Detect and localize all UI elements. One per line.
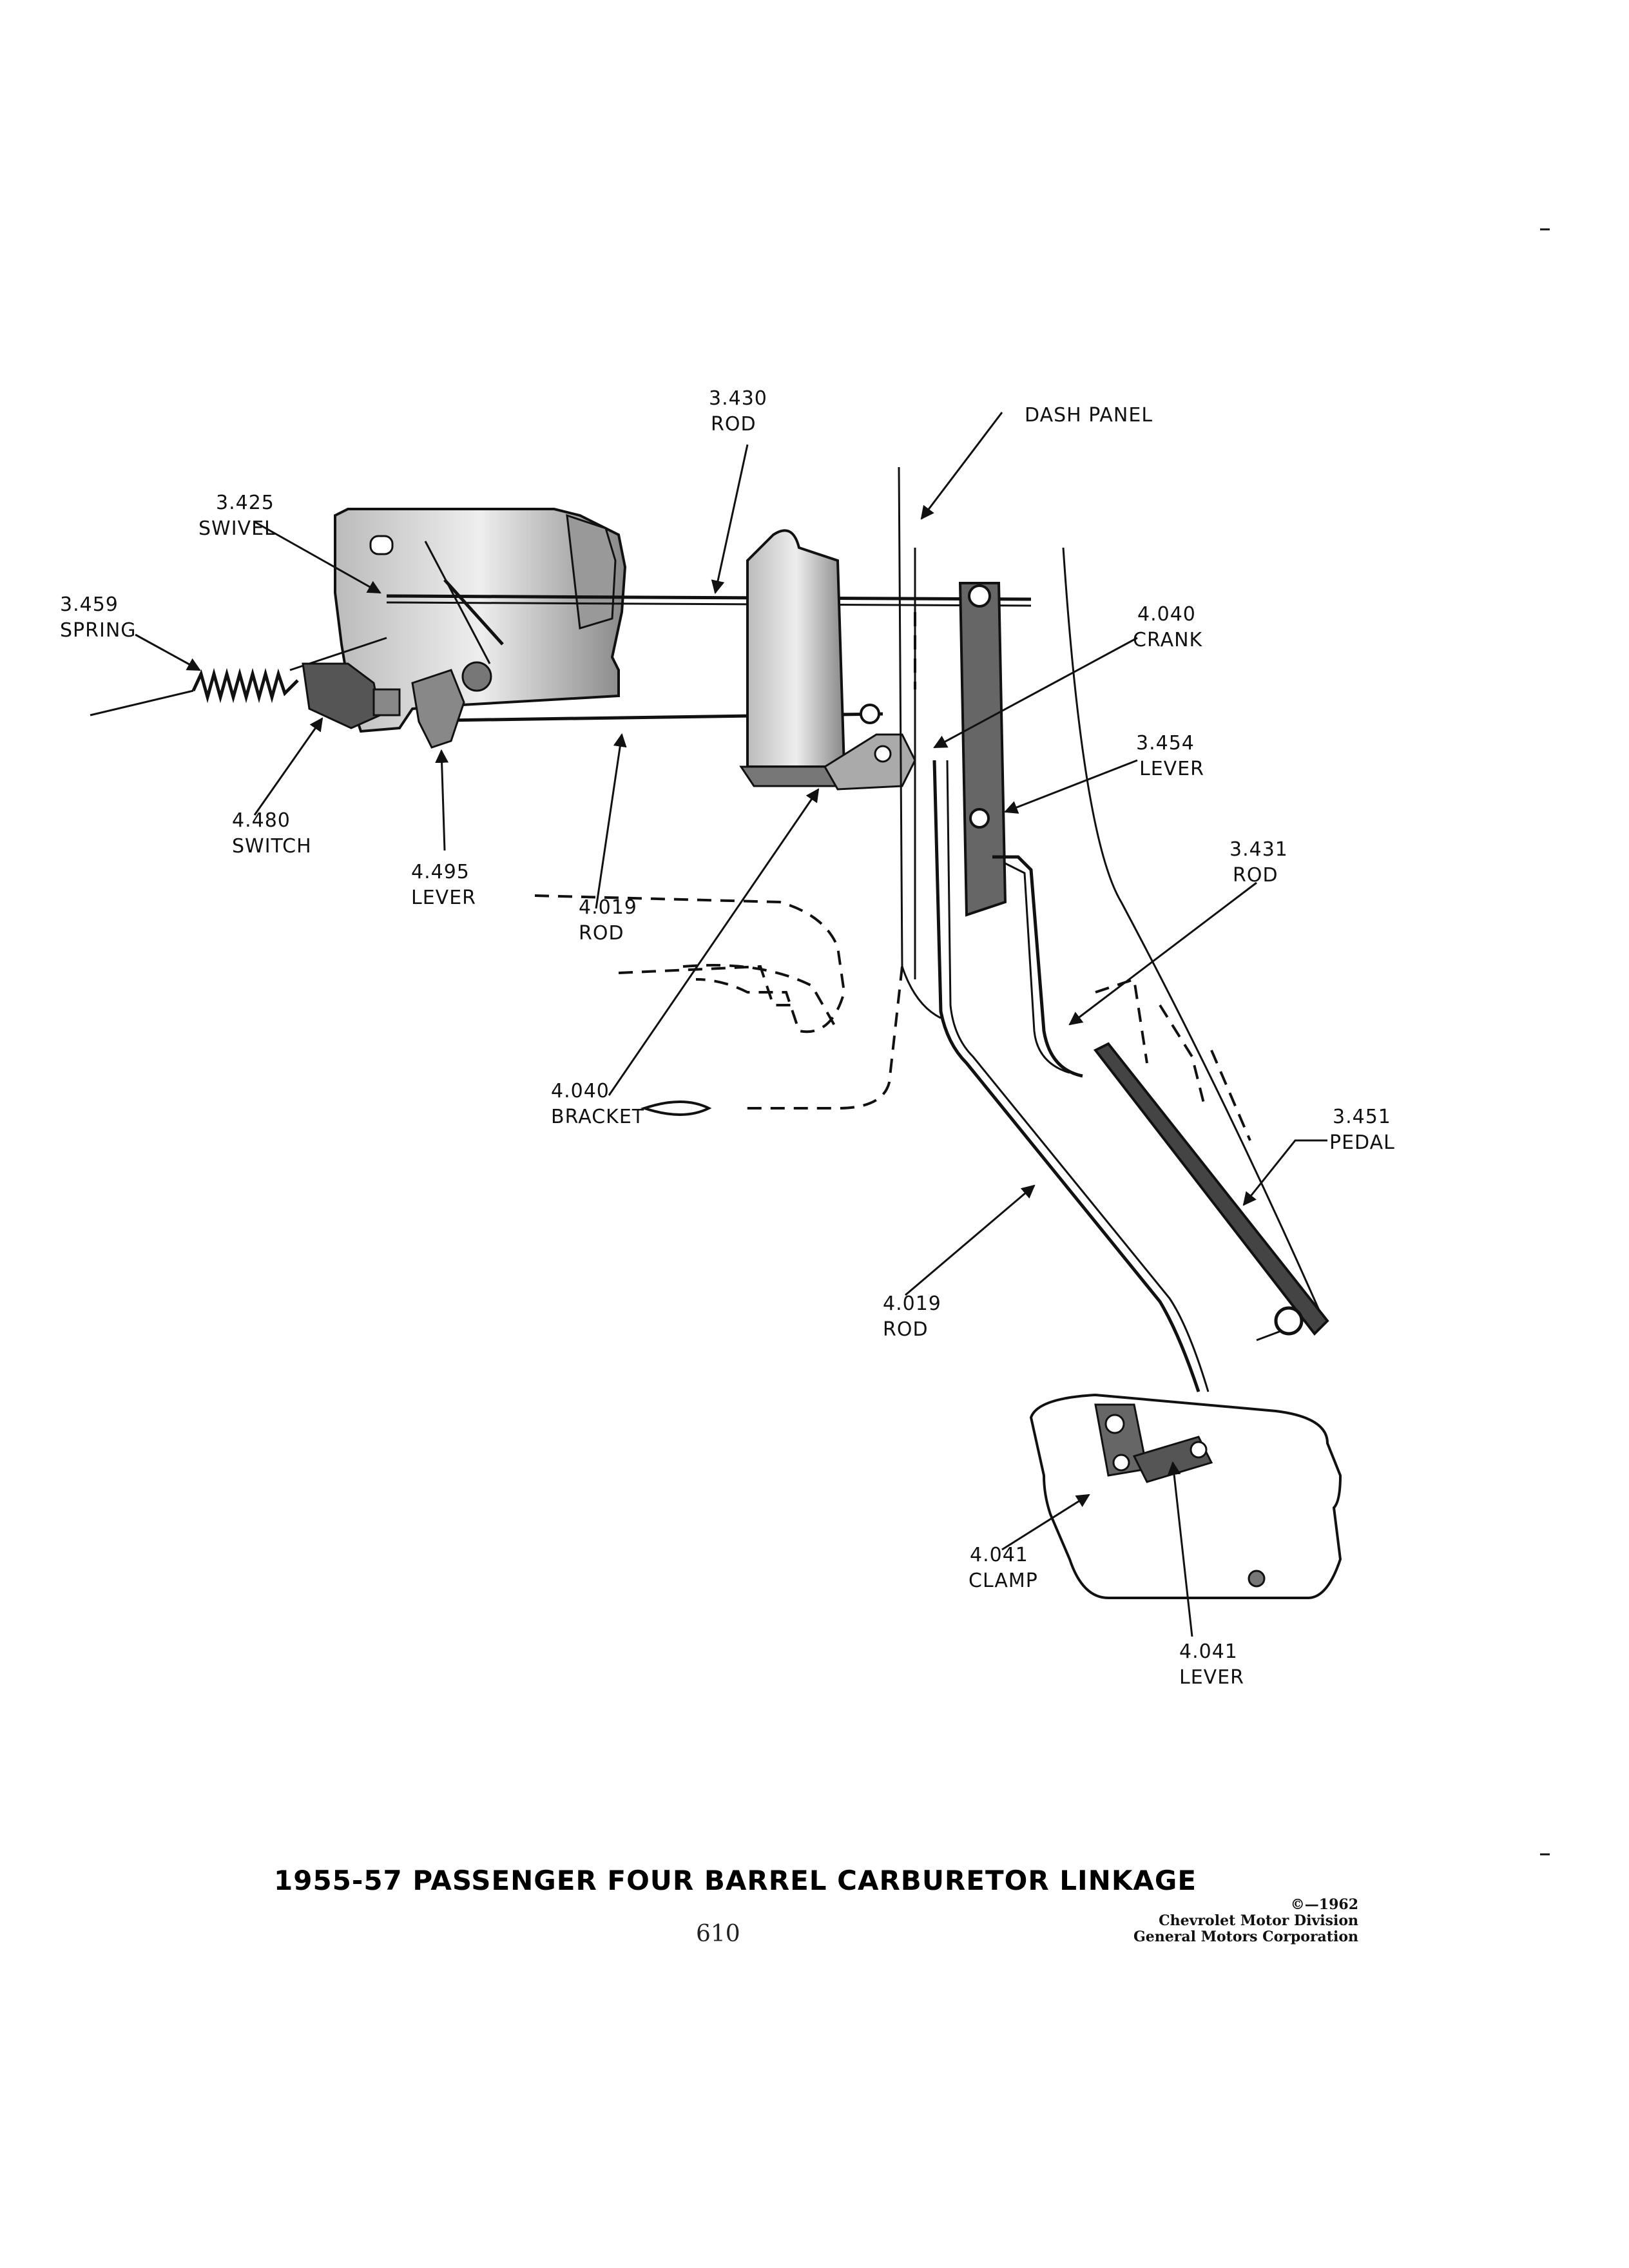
page-number: 610 xyxy=(696,1921,740,1947)
label-switch-4480-num: 4.480 xyxy=(232,809,291,832)
switch xyxy=(302,662,401,729)
leader-arrows xyxy=(135,412,1327,1637)
rod-4019-lower xyxy=(932,760,1200,1392)
transmission-housing xyxy=(1029,1393,1342,1599)
label-clamp-4041-num: 4.041 xyxy=(970,1544,1028,1566)
label-lever-3454-name: LEVER xyxy=(1139,758,1204,780)
label-rod-4019-lower-num: 4.019 xyxy=(883,1293,941,1315)
label-lever-4041-num: 4.041 xyxy=(1179,1640,1238,1663)
label-spring-3459-num: 3.459 xyxy=(60,593,119,616)
crank-4040 xyxy=(958,582,1007,917)
label-pedal-3451-num: 3.451 xyxy=(1333,1106,1391,1128)
label-switch-4480-name: SWITCH xyxy=(232,835,312,858)
carburetor xyxy=(334,508,627,733)
rod-3430 xyxy=(386,594,1032,601)
label-crank-4040-num: 4.040 xyxy=(1137,603,1196,626)
label-rod-4019-upper-num: 4.019 xyxy=(579,896,637,919)
copyright-division: Chevrolet Motor Division xyxy=(1159,1912,1358,1929)
label-rod-4019-upper-name: ROD xyxy=(579,922,624,945)
label-rod-3430-name: ROD xyxy=(711,413,757,436)
label-swivel-3425-name: SWIVEL xyxy=(198,517,276,540)
copyright-year: ©—1962 xyxy=(1291,1896,1358,1913)
label-dash-panel: DASH PANEL xyxy=(1025,404,1153,427)
pedal-3451 xyxy=(1093,1042,1329,1341)
label-rod-4019-lower-name: ROD xyxy=(883,1318,929,1341)
label-pedal-3451-name: PEDAL xyxy=(1329,1131,1395,1154)
label-swivel-3425-num: 3.425 xyxy=(216,492,275,514)
label-lever-3454-num: 3.454 xyxy=(1136,732,1195,754)
rod-3431 xyxy=(992,855,1083,1078)
label-rod-3431-num: 3.431 xyxy=(1229,838,1288,861)
label-crank-4040-name: CRANK xyxy=(1133,629,1203,651)
label-bracket-4040-name: BRACKET xyxy=(551,1106,644,1128)
dashed-outline xyxy=(534,894,1251,1141)
label-bracket-4040-num: 4.040 xyxy=(551,1080,610,1102)
page-title: 1955-57 PASSENGER FOUR BARREL CARBURETOR… xyxy=(274,1865,1197,1896)
label-lever-4495-num: 4.495 xyxy=(411,861,470,883)
label-rod-3430-num: 3.430 xyxy=(709,387,767,410)
label-lever-4495-name: LEVER xyxy=(411,887,476,909)
label-clamp-4041-name: CLAMP xyxy=(969,1570,1038,1592)
label-lever-4041-name: LEVER xyxy=(1179,1666,1244,1689)
label-rod-3431-name: ROD xyxy=(1233,864,1278,887)
label-spring-3459-name: SPRING xyxy=(60,619,137,642)
coil xyxy=(739,529,853,787)
lever-4495 xyxy=(411,669,465,749)
copyright-corporation: General Motors Corporation xyxy=(1133,1928,1358,1945)
